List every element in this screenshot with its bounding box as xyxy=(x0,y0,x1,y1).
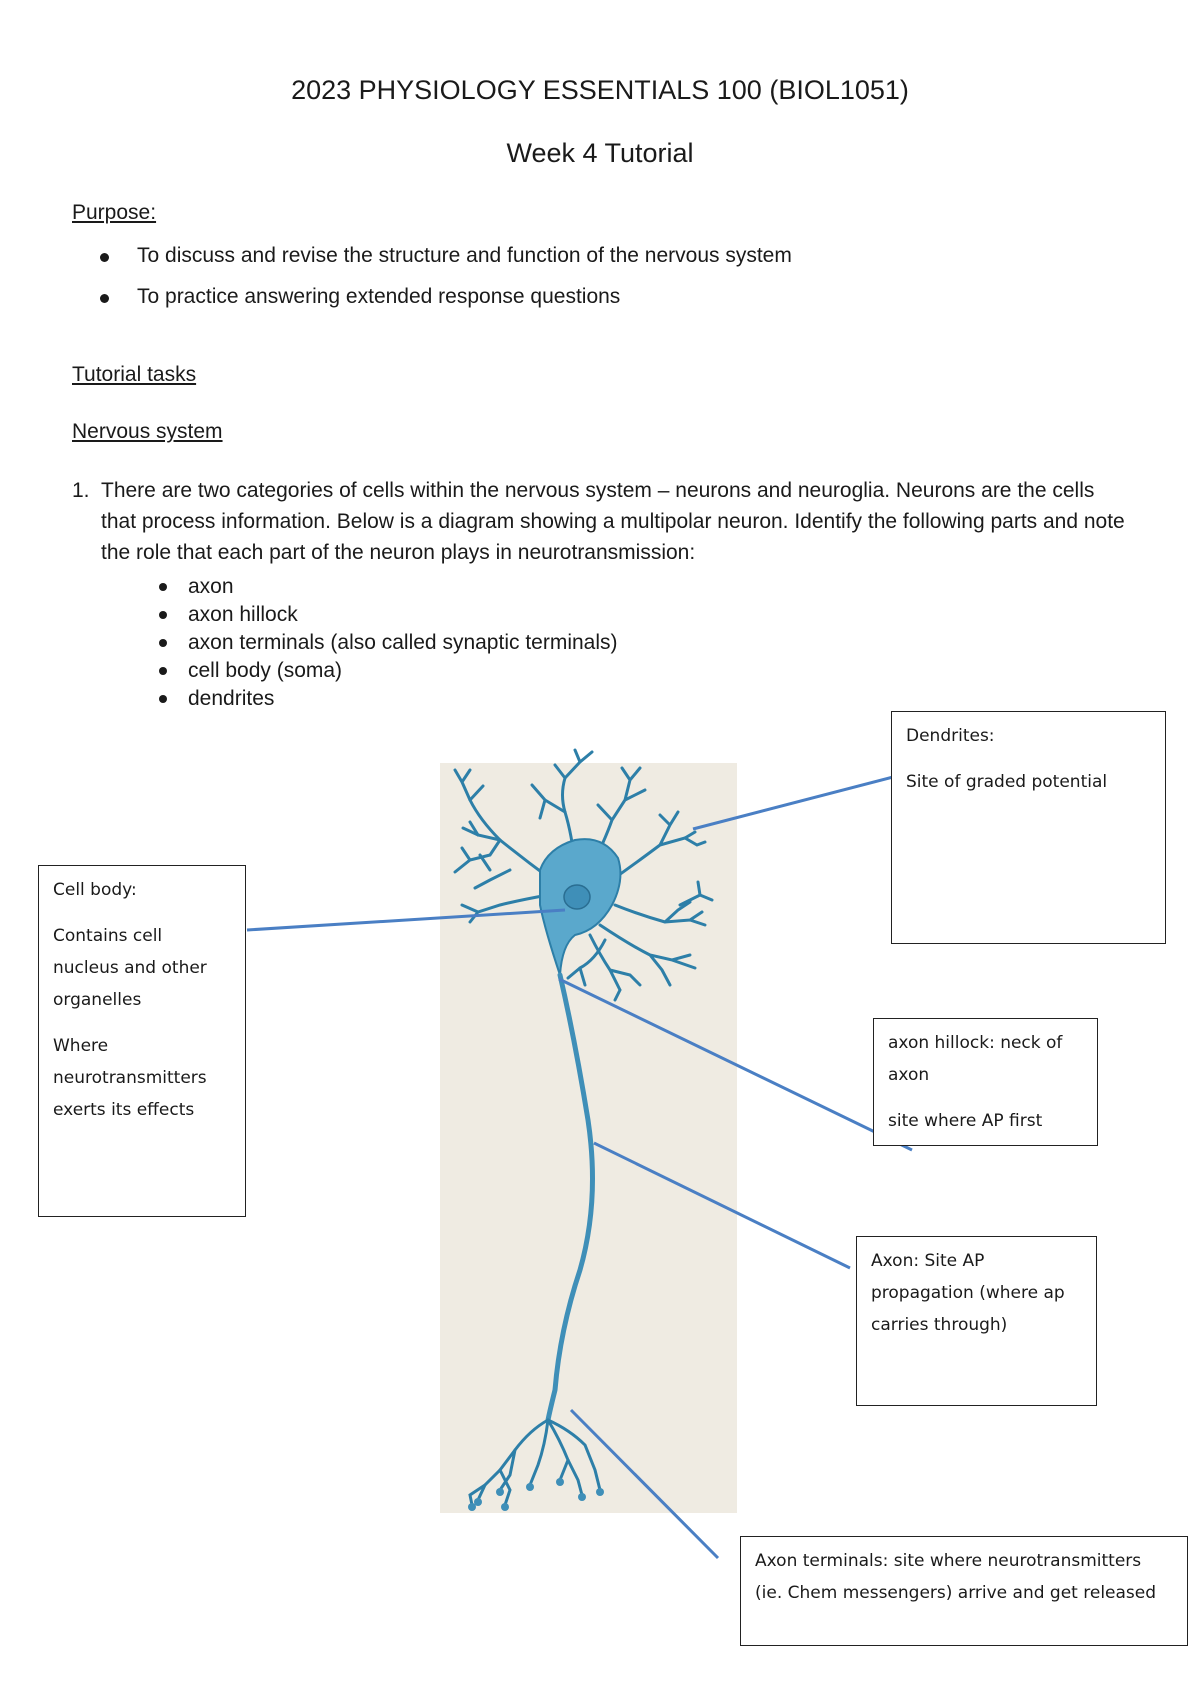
purpose-item-text: To discuss and revise the structure and … xyxy=(137,244,792,267)
axon-hillock-leader-line xyxy=(558,977,913,1152)
list-item: cell body (soma) xyxy=(159,657,618,685)
axon-annotation: Axon: Site AP propagation (where ap carr… xyxy=(856,1236,1097,1406)
axon-shape xyxy=(545,972,595,1423)
cell-body-leader-line xyxy=(246,908,566,932)
bullet-icon xyxy=(159,639,167,647)
purpose-heading: Purpose: xyxy=(72,201,157,224)
synaptic-knobs xyxy=(468,1478,604,1511)
nucleus-shape xyxy=(563,884,591,910)
annotation-text: Where xyxy=(53,1036,109,1056)
bullet-icon xyxy=(100,294,109,303)
annotation-text: carries through) xyxy=(871,1315,1008,1335)
week-title: Week 4 Tutorial xyxy=(506,138,694,168)
annotation-text: (ie. Chem messengers) arrive and get rel… xyxy=(755,1583,1157,1603)
axon-terminals-annotation: Axon terminals: site where neurotransmit… xyxy=(740,1536,1188,1646)
bullet-icon xyxy=(159,583,167,591)
dendrites xyxy=(453,748,714,1002)
annotation-text: neurotransmitters xyxy=(53,1068,207,1088)
dendrites-annotation: Dendrites: Site of graded potential xyxy=(891,711,1166,944)
list-item: axon xyxy=(159,573,618,601)
question-1: 1. There are two categories of cells wit… xyxy=(72,475,1132,568)
annotation-label: Axon: Site AP xyxy=(871,1251,985,1271)
annotation-label: Axon terminals: site where neurotransmit… xyxy=(755,1551,1142,1571)
question-number: 1. xyxy=(72,479,90,502)
annotation-text: propagation (where ap xyxy=(871,1283,1065,1303)
bullet-icon xyxy=(100,253,109,262)
tutorial-tasks-heading: Tutorial tasks xyxy=(72,363,197,386)
annotation-text: axon xyxy=(888,1065,930,1085)
annotation-text: nucleus and other xyxy=(53,958,207,978)
axon-leader-line xyxy=(593,1141,851,1270)
question-text: There are two categories of cells within… xyxy=(101,479,1125,564)
annotation-text: organelles xyxy=(53,990,142,1010)
annotation-text: site where AP first xyxy=(888,1111,1043,1131)
bullet-icon xyxy=(159,667,167,675)
axon-hillock-annotation: axon hillock: neck of axon site where AP… xyxy=(873,1018,1098,1146)
bullet-icon xyxy=(159,695,167,703)
bullet-icon xyxy=(159,611,167,619)
purpose-item-text: To practice answering extended response … xyxy=(137,285,621,308)
cell-body-annotation: Cell body: Contains cell nucleus and oth… xyxy=(38,865,246,1217)
annotation-text: Site of graded potential xyxy=(906,772,1108,792)
list-item: dendrites xyxy=(159,685,618,713)
annotation-text: exerts its effects xyxy=(53,1100,195,1120)
annotation-label: axon hillock: neck of xyxy=(888,1033,1063,1053)
annotation-label: Cell body: xyxy=(53,880,137,900)
annotation-label: Dendrites: xyxy=(906,726,995,746)
list-item: axon terminals (also called synaptic ter… xyxy=(159,629,618,657)
neuron-parts-list: axon axon hillock axon terminals (also c… xyxy=(159,573,618,713)
axon-terminal-shapes xyxy=(468,1418,602,1507)
leader-lines xyxy=(246,775,913,1560)
course-title: 2023 PHYSIOLOGY ESSENTIALS 100 (BIOL1051… xyxy=(291,75,909,105)
dendrites-leader-line xyxy=(692,775,894,831)
nervous-system-heading: Nervous system xyxy=(72,420,223,443)
list-item: axon hillock xyxy=(159,601,618,629)
annotation-text: Contains cell xyxy=(53,926,163,946)
axon-terminals-leader-line xyxy=(569,1408,720,1560)
